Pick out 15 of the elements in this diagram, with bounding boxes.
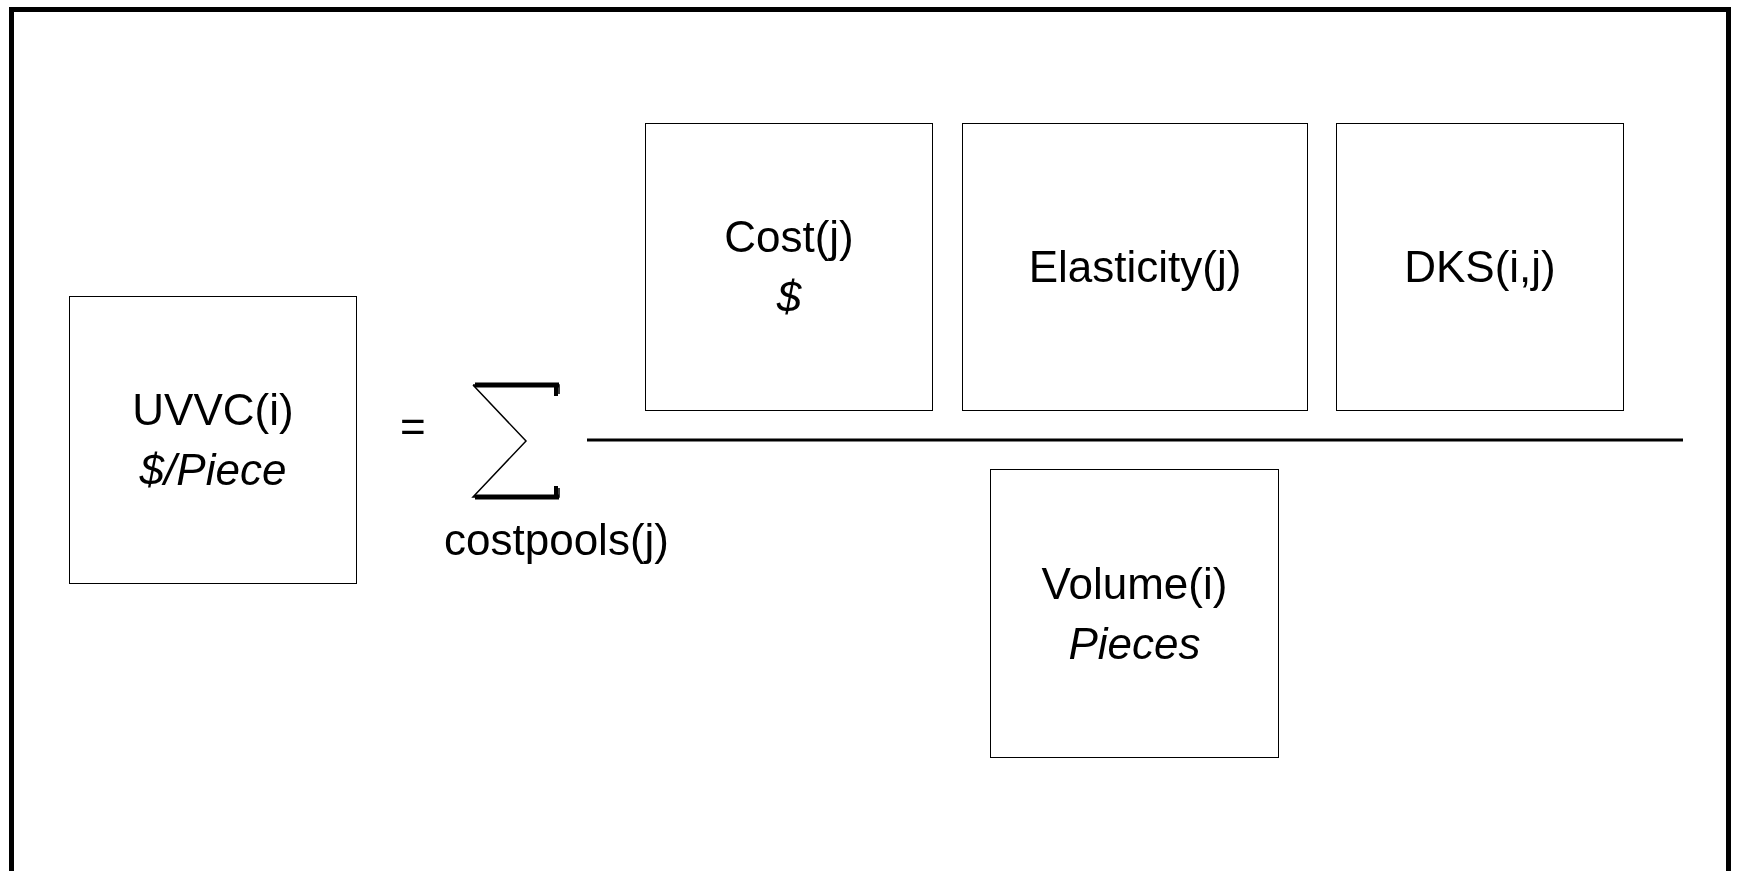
equals-sign: =	[400, 402, 426, 452]
term-name: Elasticity(j)	[1028, 241, 1242, 293]
term-box	[962, 123, 1308, 411]
term-name: UVVC(i)	[132, 384, 294, 436]
term-name: Cost(j)	[724, 211, 854, 263]
term-box	[645, 123, 933, 411]
unit-label: Pieces	[1068, 617, 1201, 670]
unit-label: $/Piece	[139, 444, 287, 496]
term-box	[69, 296, 357, 584]
term-name: Volume(i)	[1041, 557, 1228, 610]
term-box	[1336, 123, 1624, 411]
term-name: DKS(i,j)	[1404, 241, 1556, 293]
summation-index: costpools(j)	[444, 515, 669, 565]
unit-label: $	[776, 271, 802, 323]
term-box	[990, 469, 1279, 758]
